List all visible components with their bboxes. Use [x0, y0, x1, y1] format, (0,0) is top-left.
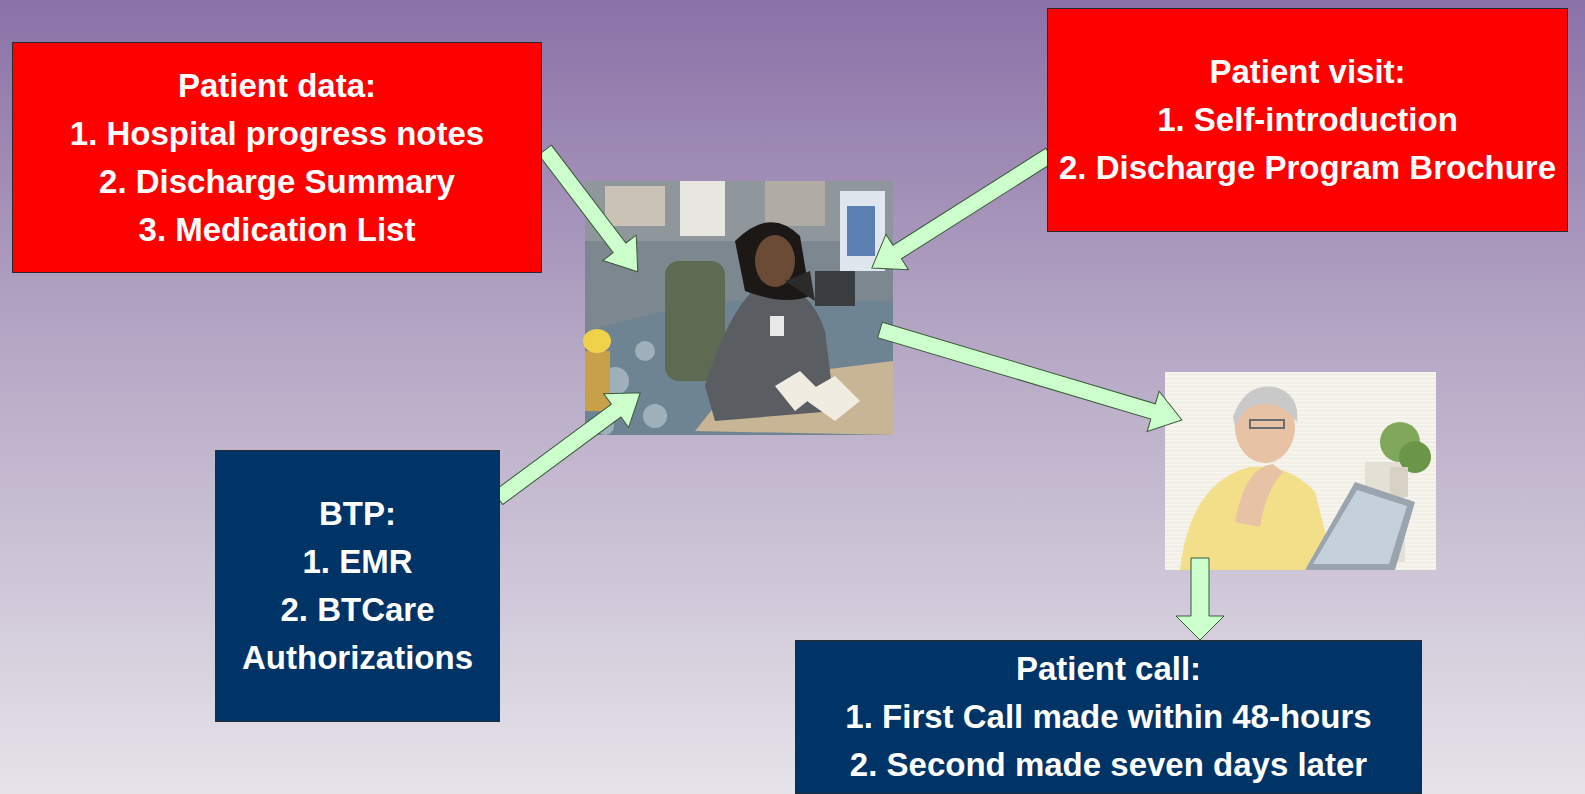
list-item: 2. Discharge Program Brochure — [1059, 144, 1556, 192]
visit-box: Patient visit:1. Self-introduction2. Dis… — [1047, 8, 1568, 232]
list-item: 3. Medication List — [139, 206, 416, 254]
box-heading: BTP: — [319, 490, 396, 538]
flow-arrow — [528, 137, 654, 284]
list-item: 1. Self-introduction — [1157, 96, 1458, 144]
list-item: 2. BTCare Authorizations — [224, 586, 491, 682]
flow-arrow — [874, 310, 1188, 440]
list-item: 1. Hospital progress notes — [70, 110, 484, 158]
list-item: 2. Discharge Summary — [99, 158, 455, 206]
list-item: 1. EMR — [302, 538, 412, 586]
box-heading: Patient data: — [178, 62, 376, 110]
data-box: Patient data:1. Hospital progress notes2… — [12, 42, 542, 273]
box-heading: Patient call: — [1016, 645, 1201, 693]
flow-arrow — [861, 137, 1062, 286]
call-box: Patient call:1. First Call made within 4… — [795, 640, 1422, 794]
flow-arrow — [1176, 558, 1224, 640]
flow-arrow — [486, 376, 653, 515]
list-item: 2. Second made seven days later — [850, 741, 1367, 789]
patient-photo — [1165, 372, 1436, 570]
list-item: 1. First Call made within 48-hours — [845, 693, 1371, 741]
system-box: BTP:1. EMR2. BTCare Authorizations — [215, 450, 500, 722]
box-heading: Patient visit: — [1209, 48, 1405, 96]
